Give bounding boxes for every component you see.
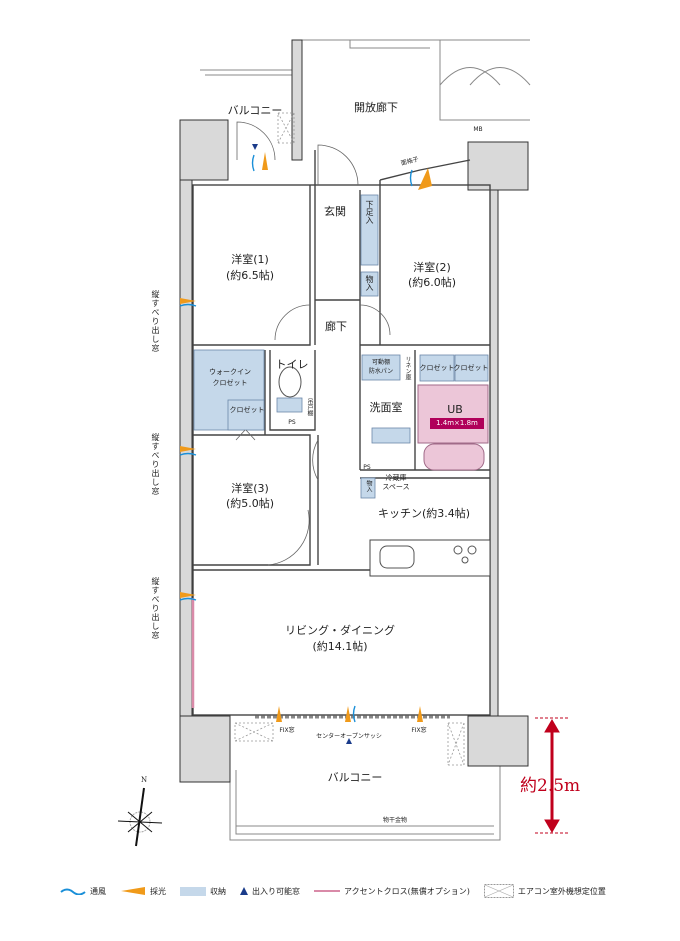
unit-bath <box>417 384 489 444</box>
triangle-icon <box>240 887 248 895</box>
storage-label-2: 物入 <box>365 480 372 492</box>
legend-label: 通風 <box>90 886 106 896</box>
toilet-bowl <box>278 366 302 398</box>
fridge-space-label-2: スペース <box>382 483 410 491</box>
closet-label-2: クロゼット <box>453 364 489 372</box>
ventilation-icon <box>60 888 86 895</box>
legend-label: 採光 <box>150 886 166 896</box>
western-room-1-size: (約6.5帖) <box>225 269 275 282</box>
legend-label: エアコン室外機想定位置 <box>517 886 606 896</box>
balcony-depth-label: 約2.5m <box>520 776 581 796</box>
legend-ventilation: 通風 <box>60 886 106 897</box>
storage-areas <box>193 194 489 499</box>
ub-size-badge: 1.4m×1.8m <box>430 418 484 429</box>
walkin-closet-label-1: ウォークイン <box>209 368 251 376</box>
storage-swatch-icon <box>180 886 206 896</box>
side-window-label-3: 縦すべり出し窓 <box>151 577 160 640</box>
balcony-top-label: バルコニー <box>227 104 283 117</box>
legend-ac-unit: エアコン室外機想定位置 <box>483 884 606 898</box>
dimension-arrow <box>535 717 570 834</box>
ac-unit-positions <box>234 112 465 766</box>
kitchen-label: キッチン(約3.4帖) <box>377 507 471 520</box>
western-room-2-size: (約6.0帖) <box>407 276 457 289</box>
ventilation-markers <box>179 154 413 723</box>
legend-accessible-window: 出入り可能窓 <box>240 886 300 897</box>
ps-label-wash: PS <box>363 464 371 471</box>
washroom-label: 洗面室 <box>369 401 403 414</box>
legend-label: 出入り可能窓 <box>252 886 300 896</box>
hallway-label: 廊下 <box>325 320 347 333</box>
linen-storage-label: リネン庫 <box>404 356 411 380</box>
north-label: N <box>141 776 148 784</box>
legend-label: 収納 <box>210 886 226 896</box>
open-corridor-label: 開放廊下 <box>354 101 398 114</box>
side-window-label-1: 縦すべり出し窓 <box>151 290 160 353</box>
lighting-markers <box>180 152 432 722</box>
hanging-shelf-label: 吊戸棚 <box>306 398 313 416</box>
shoe-storage-label: 下足入 <box>365 200 374 224</box>
legend-storage: 収納 <box>180 886 226 897</box>
fix-window-right-label: FIX窓 <box>411 727 427 734</box>
entrance-label: 玄関 <box>324 205 346 218</box>
legend-accent-cloth: アクセントクロス(無償オプション) <box>314 886 470 897</box>
storage-label: 物入 <box>365 275 374 291</box>
center-open-sash-label: センターオープンサッシ <box>316 733 382 740</box>
ac-unit-icon <box>483 884 514 898</box>
side-window-label-2: 縦すべり出し窓 <box>151 433 160 496</box>
drying-hardware-label: 物干金物 <box>382 817 408 824</box>
ub-label: UB <box>447 403 463 416</box>
balcony-bottom-label: バルコニー <box>327 771 383 784</box>
living-name: リビング・ダイニング <box>285 624 395 637</box>
legend: 通風 採光 収納 出入り可能窓 アクセントクロス(無償オプション) エアコン室外… <box>60 884 606 898</box>
western-room-1-name: 洋室(1) <box>231 253 269 266</box>
ps-label-toilet: PS <box>288 419 296 426</box>
waterproof-pan-label: 防水パン <box>368 368 394 375</box>
compass-icon <box>117 787 163 847</box>
western-room-2-name: 洋室(2) <box>413 261 451 274</box>
closet-label-1: クロゼット <box>419 364 455 372</box>
accent-line-icon <box>314 890 340 892</box>
toilet-label: トイレ <box>275 358 309 371</box>
western-room-3-size: (約5.0帖) <box>225 497 275 510</box>
mb-label: MB <box>473 126 483 133</box>
living-size: (約14.1帖) <box>312 640 368 653</box>
movable-shelf-label: 可動棚 <box>371 359 391 366</box>
sink <box>379 545 415 569</box>
lighting-icon <box>121 887 145 895</box>
fix-window-left-label: FIX窓 <box>279 727 295 734</box>
fridge-space-label-1: 冷蔵庫 <box>385 474 407 482</box>
western-room-3-name: 洋室(3) <box>231 482 269 495</box>
legend-lighting: 採光 <box>120 886 166 897</box>
walkin-closet-label-2: クロゼット <box>212 379 248 387</box>
closet-label-wic: クロゼット <box>229 406 265 414</box>
legend-label: アクセントクロス(無償オプション) <box>344 886 470 896</box>
